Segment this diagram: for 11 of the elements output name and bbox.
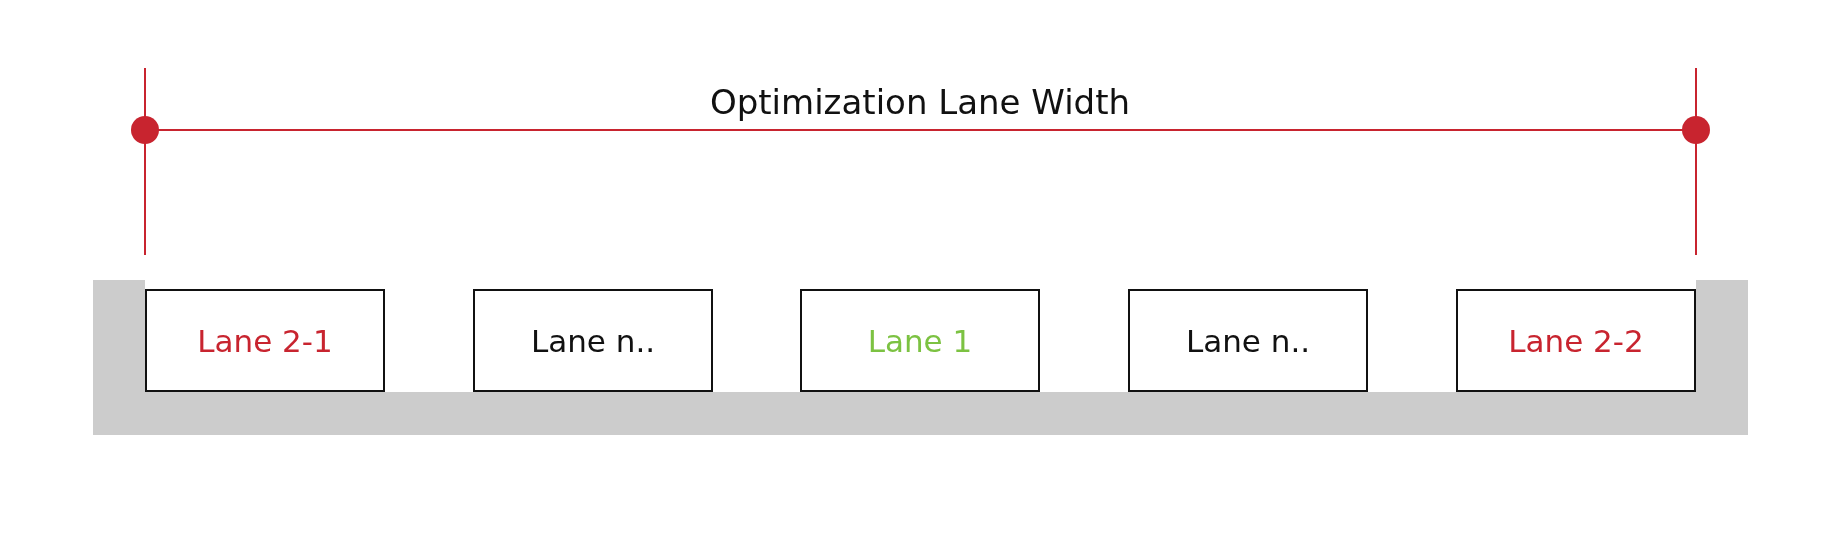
lane-label: Lane 1 [867, 322, 973, 359]
lane-box [145, 289, 385, 392]
lane-box [473, 289, 713, 392]
lane-label: Lane 2-2 [1508, 322, 1644, 359]
lane-label: Lane 2-1 [197, 322, 333, 359]
lane-box [1456, 289, 1696, 392]
lane-box [1128, 289, 1368, 392]
dimension-label: Optimization Lane Width [709, 82, 1131, 122]
lane-box [800, 289, 1040, 392]
lane-label: Lane n.. [1185, 322, 1311, 359]
lane-label: Lane n.. [530, 322, 656, 359]
